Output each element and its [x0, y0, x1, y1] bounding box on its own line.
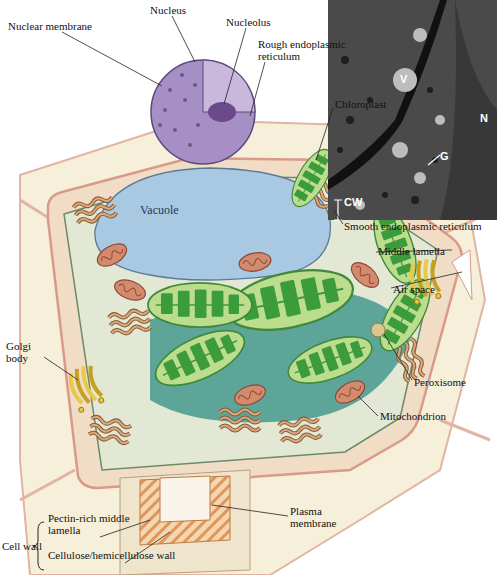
micrograph-label: G	[440, 150, 449, 162]
micrograph-wall	[328, 0, 447, 190]
micrograph-label: V	[400, 73, 407, 85]
part-label: Middle lamella	[378, 245, 445, 257]
part-label: Nucleolus	[226, 16, 271, 28]
nuclear-pores	[158, 73, 200, 147]
mitochondrion	[332, 376, 369, 408]
chloroplast	[370, 272, 439, 358]
chloroplast	[148, 283, 252, 327]
part-label: Air space	[393, 283, 435, 295]
mitochondrion	[94, 239, 131, 271]
part-label: Peroxisome	[414, 376, 466, 388]
mitochondrion	[347, 258, 383, 292]
micrograph-organelles	[355, 28, 445, 210]
micrograph-label: N	[480, 112, 488, 124]
er-stack	[220, 410, 260, 431]
wall-layers	[140, 476, 230, 545]
er-stack	[278, 416, 321, 444]
er-stack	[88, 416, 131, 444]
nucleus	[151, 60, 255, 164]
part-label: Nucleus	[150, 4, 186, 16]
air-space	[452, 250, 472, 300]
part-label: Smooth endoplasmic reticulum	[344, 220, 497, 232]
nucleolus	[208, 102, 236, 122]
golgi-body	[408, 258, 442, 305]
part-label: Golgi body	[6, 340, 42, 364]
golgi-body	[65, 364, 105, 413]
micrograph-nucleus	[440, 0, 497, 220]
part-label: Cell wall	[2, 540, 42, 552]
micrograph-label: CW	[344, 196, 362, 208]
peroxisome	[371, 323, 385, 337]
part-label: Chloroplast	[335, 98, 386, 110]
micrograph-granules	[337, 56, 438, 204]
part-label: Vacuole	[140, 204, 179, 216]
mitochondrion	[112, 276, 148, 304]
part-label: Mitochondrion	[380, 410, 446, 422]
er-stack	[108, 308, 151, 336]
part-label: Cellulose/hemicellulose wall	[48, 549, 178, 561]
er-stack	[73, 195, 117, 226]
micrograph-scale-mark	[334, 200, 342, 220]
mitochondrion	[232, 381, 268, 409]
part-label: Pectin-rich middle lamella	[48, 512, 153, 536]
leader-lines	[44, 16, 462, 563]
part-label: Nuclear membrane	[8, 20, 92, 32]
micrograph-pointer	[428, 155, 440, 165]
plasma-membrane-cut	[160, 476, 210, 522]
micrograph	[328, 0, 497, 220]
part-label: Rough endoplasmic reticulum	[258, 38, 376, 62]
chloroplast	[148, 319, 252, 397]
part-label: Plasma membrane	[290, 505, 360, 529]
mitochondrion	[238, 250, 273, 273]
